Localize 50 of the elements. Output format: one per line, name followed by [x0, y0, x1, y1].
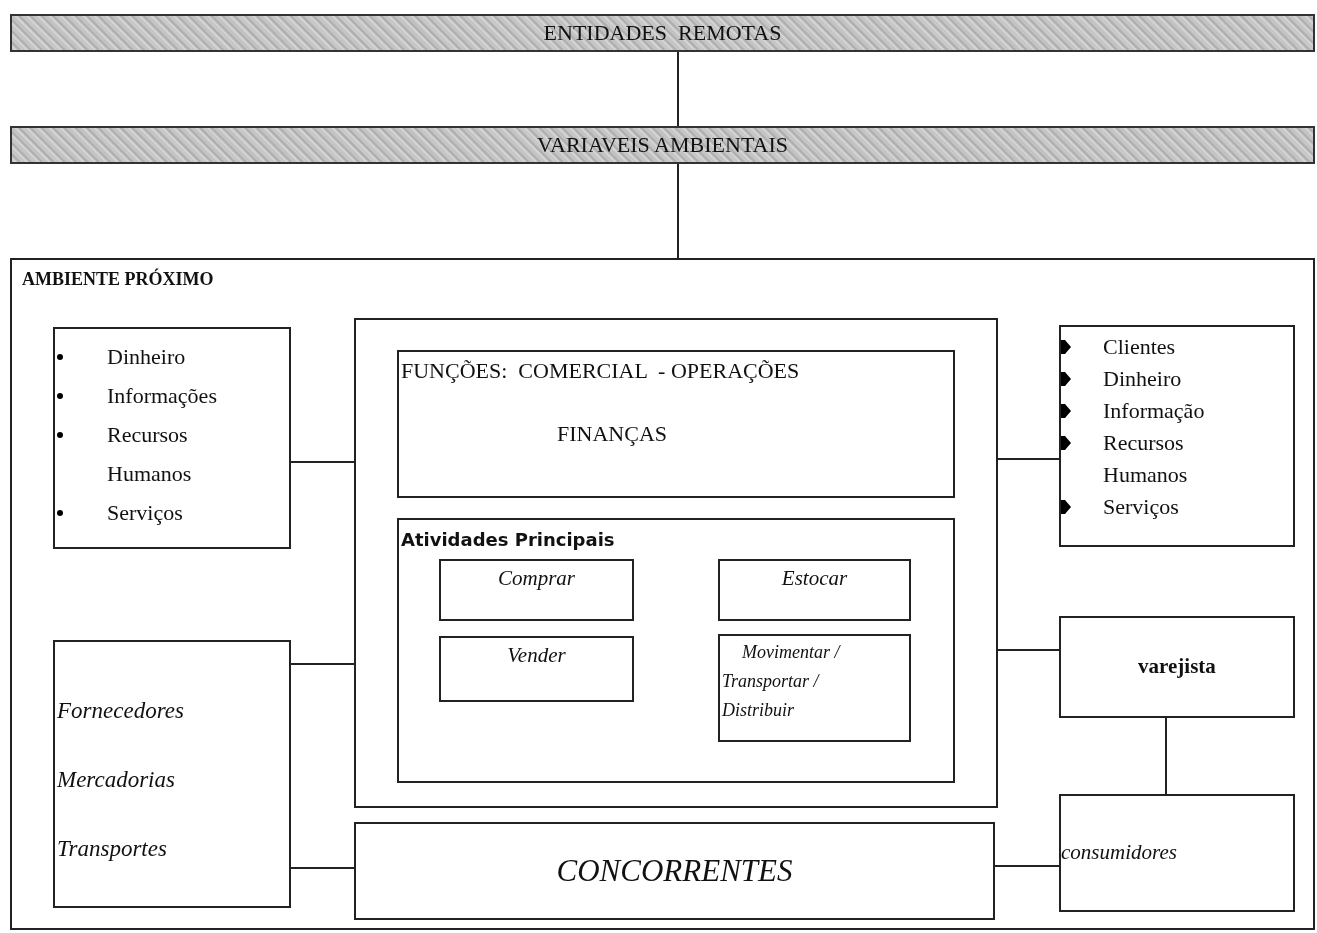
activity-box [439, 559, 634, 621]
list-box [1059, 325, 1295, 547]
list-item: Serviços [107, 499, 184, 527]
list-item: Recursos Humanos [1103, 429, 1189, 489]
functions-box [397, 350, 955, 498]
activity-box [718, 559, 911, 621]
list-item: Dinheiro [1103, 365, 1183, 393]
connector-line [290, 867, 355, 869]
function-text: FINANÇAS [556, 420, 669, 448]
label-text: VARIAVEIS AMBIENTAIS [536, 134, 789, 156]
connector-line [997, 649, 1060, 651]
activity-text: Estocar [781, 565, 848, 592]
list-item: Informação [1103, 397, 1206, 425]
connector-line [997, 458, 1060, 460]
connector-line [677, 51, 679, 127]
activity-box [439, 636, 634, 702]
label-text: CONCORRENTES [556, 851, 793, 890]
heading-text: Atividades Principais [401, 528, 615, 552]
consumers-box [1059, 794, 1295, 912]
label-text: ENTIDADES REMOTAS [543, 22, 782, 44]
activity-text: Movimentar / Transportar / Distribuir [722, 641, 842, 722]
function-panel [354, 318, 998, 808]
list-item: Clientes [1103, 333, 1177, 361]
list-item: Recursos Humanos [107, 421, 193, 488]
label-text: consumidores [1061, 839, 1177, 867]
function-text: FUNÇÕES: COMERCIAL - OPERAÇÕES [400, 357, 801, 385]
list-item: Fornecedores [57, 697, 185, 725]
list-item: Informações [107, 382, 218, 410]
connector-line [677, 163, 679, 259]
banner-band [10, 126, 1315, 164]
list-item: Transportes [57, 835, 168, 863]
environment-frame [10, 258, 1315, 930]
retailer-box [1059, 616, 1295, 718]
activity-box [718, 634, 911, 742]
list-item: Mercadorias [57, 766, 176, 794]
connector-line [290, 663, 355, 665]
connector-line [994, 865, 1060, 867]
banner-band [10, 14, 1315, 52]
connector-line [290, 461, 355, 463]
activities-box [397, 518, 955, 783]
connector-line [1165, 717, 1167, 795]
activity-text: Vender [507, 642, 566, 669]
label-text: varejista [1138, 653, 1216, 681]
supplier-box [53, 640, 291, 908]
heading-text: AMBIENTE PRÓXIMO [22, 267, 214, 291]
list-box [53, 327, 291, 549]
list-item: Dinheiro [107, 343, 187, 371]
competitors-box [354, 822, 995, 920]
list-item: Serviços [1103, 493, 1180, 521]
activity-text: Comprar [498, 565, 575, 592]
